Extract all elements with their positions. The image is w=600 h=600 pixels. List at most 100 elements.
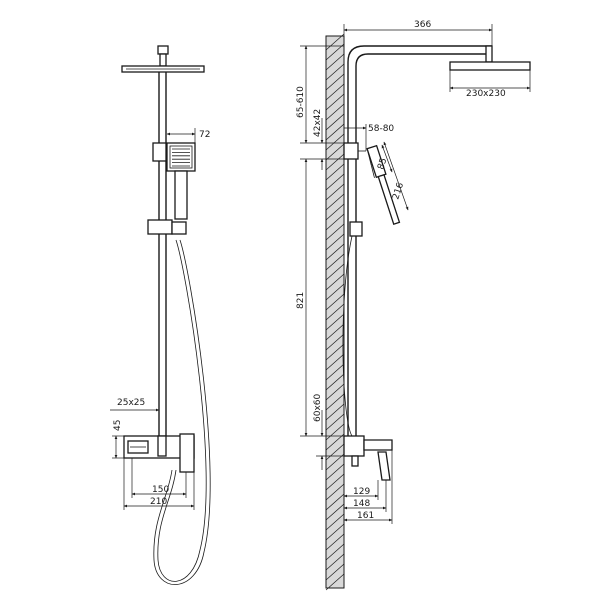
- dim-handset-width-label: 72: [199, 130, 210, 140]
- front-lever: [179, 433, 195, 473]
- dim-216-line: [383, 141, 409, 211]
- wall-hatch-line: [325, 213, 345, 231]
- front-hose-outer: [157, 239, 207, 582]
- wall-hatch-line: [325, 363, 345, 381]
- wall-hatch-line: [325, 553, 345, 571]
- wall-hatch-line: [325, 33, 345, 51]
- wall-hatch-line: [325, 423, 345, 441]
- wall-hatch-line: [325, 313, 345, 331]
- dim-valve-inner-label: 150: [152, 485, 169, 495]
- front-holder-bracket: [152, 142, 167, 162]
- front-hose-inner: [153, 239, 211, 585]
- wall-hatch-line: [325, 123, 345, 141]
- wall-hatch-line: [325, 143, 345, 161]
- side-shower-head: [449, 61, 531, 71]
- wall-hatch-line: [325, 353, 345, 371]
- front-head-connector: [157, 45, 169, 55]
- wall-hatch-line: [325, 243, 345, 261]
- wall-hatch-line: [325, 53, 345, 71]
- side-mixer-valve: [343, 435, 365, 457]
- wall-hatch-line: [325, 203, 345, 221]
- front-handset-face: [169, 145, 193, 169]
- wall-hatch-line: [325, 513, 345, 531]
- side-handset-face: [366, 148, 375, 178]
- wall-hatch-line: [325, 163, 345, 181]
- front-diverter: [157, 435, 167, 457]
- wall-hatch-line: [325, 233, 345, 251]
- wall-hatch-line: [325, 263, 345, 281]
- wall-hatch-line: [325, 493, 345, 511]
- wall-hatch-line: [325, 463, 345, 481]
- dim-height-range-label: 65-610: [296, 86, 306, 118]
- wall-hatch-line: [325, 303, 345, 321]
- wall-hatch-line: [325, 273, 345, 291]
- wall-hatch-line: [325, 443, 345, 461]
- dim-proj-3-label: 161: [357, 511, 374, 521]
- side-arm-inner: [355, 53, 488, 436]
- wall-hatch-line: [325, 403, 345, 421]
- front-head-neck: [159, 53, 167, 67]
- wall-hatch-line: [325, 563, 345, 581]
- wall-hatch-line: [325, 383, 345, 401]
- wall-hatch-line: [325, 503, 345, 521]
- dim-proj-1-label: 129: [353, 487, 370, 497]
- wall-hatch-line: [325, 413, 345, 431]
- wall-hatch-line: [325, 393, 345, 411]
- wall-hatch-line: [325, 83, 345, 101]
- side-head-connector: [485, 45, 493, 63]
- dim-valve-outer-label: 210: [150, 497, 167, 507]
- wall-hatch-line: [325, 173, 345, 191]
- wall-hatch-line: [325, 343, 345, 361]
- side-wall-hatching: [325, 33, 345, 591]
- side-outlet: [351, 455, 359, 467]
- wall-hatch-line: [325, 153, 345, 171]
- wall-hatch-line: [325, 573, 345, 591]
- side-wall-bracket: [343, 142, 359, 160]
- dim-valve-height-label: 45: [113, 420, 123, 431]
- wall-hatch-line: [325, 293, 345, 311]
- wall-hatch-line: [325, 133, 345, 151]
- side-arm-outer: [347, 45, 492, 436]
- wall-hatch-line: [325, 93, 345, 111]
- dim-valve-size-label: 60x60: [313, 393, 323, 422]
- wall-hatch-line: [325, 193, 345, 211]
- wall-hatch-line: [325, 323, 345, 341]
- side-hose: [342, 235, 353, 437]
- wall-hatch-line: [325, 433, 345, 451]
- front-slider-holder: [171, 221, 187, 235]
- dim-bracket-projection-label: 58-80: [368, 124, 394, 134]
- front-slider: [147, 219, 173, 235]
- wall-hatch-line: [325, 483, 345, 501]
- wall-hatch-line: [325, 183, 345, 201]
- dim-proj-2-label: 148: [353, 499, 370, 509]
- front-handset-nozzles: [172, 148, 190, 167]
- dim-head-size-label: 230x230: [466, 89, 506, 99]
- side-slider: [349, 221, 363, 237]
- side-lever: [377, 451, 391, 481]
- wall-hatch-line: [325, 473, 345, 491]
- wall-hatch-line: [325, 113, 345, 131]
- front-view: 72 25x25 45 150 210: [110, 45, 211, 585]
- wall-hatch-line: [325, 453, 345, 471]
- side-view: 366 230x230 65-610 42x42 821 60x60 58-80…: [296, 20, 531, 591]
- wall-hatch-line: [325, 103, 345, 121]
- front-handset-handle: [174, 170, 188, 220]
- dim-arm-projection-label: 366: [414, 20, 431, 30]
- dim-bracket-size-label: 42x42: [313, 109, 323, 137]
- wall-hatch-line: [325, 523, 345, 541]
- wall-hatch-line: [325, 73, 345, 91]
- wall-hatch-line: [325, 333, 345, 351]
- dim-rail-height-label: 821: [296, 292, 306, 309]
- wall-hatch-line: [325, 543, 345, 561]
- front-handset-head: [166, 142, 196, 172]
- wall-hatch-line: [325, 43, 345, 61]
- wall-hatch-line: [325, 223, 345, 241]
- wall-hatch-line: [325, 63, 345, 81]
- wall-hatch-line: [325, 533, 345, 551]
- side-spout: [363, 439, 393, 451]
- wall-hatch-line: [325, 253, 345, 271]
- wall-hatch-line: [325, 373, 345, 391]
- wall-hatch-line: [325, 283, 345, 301]
